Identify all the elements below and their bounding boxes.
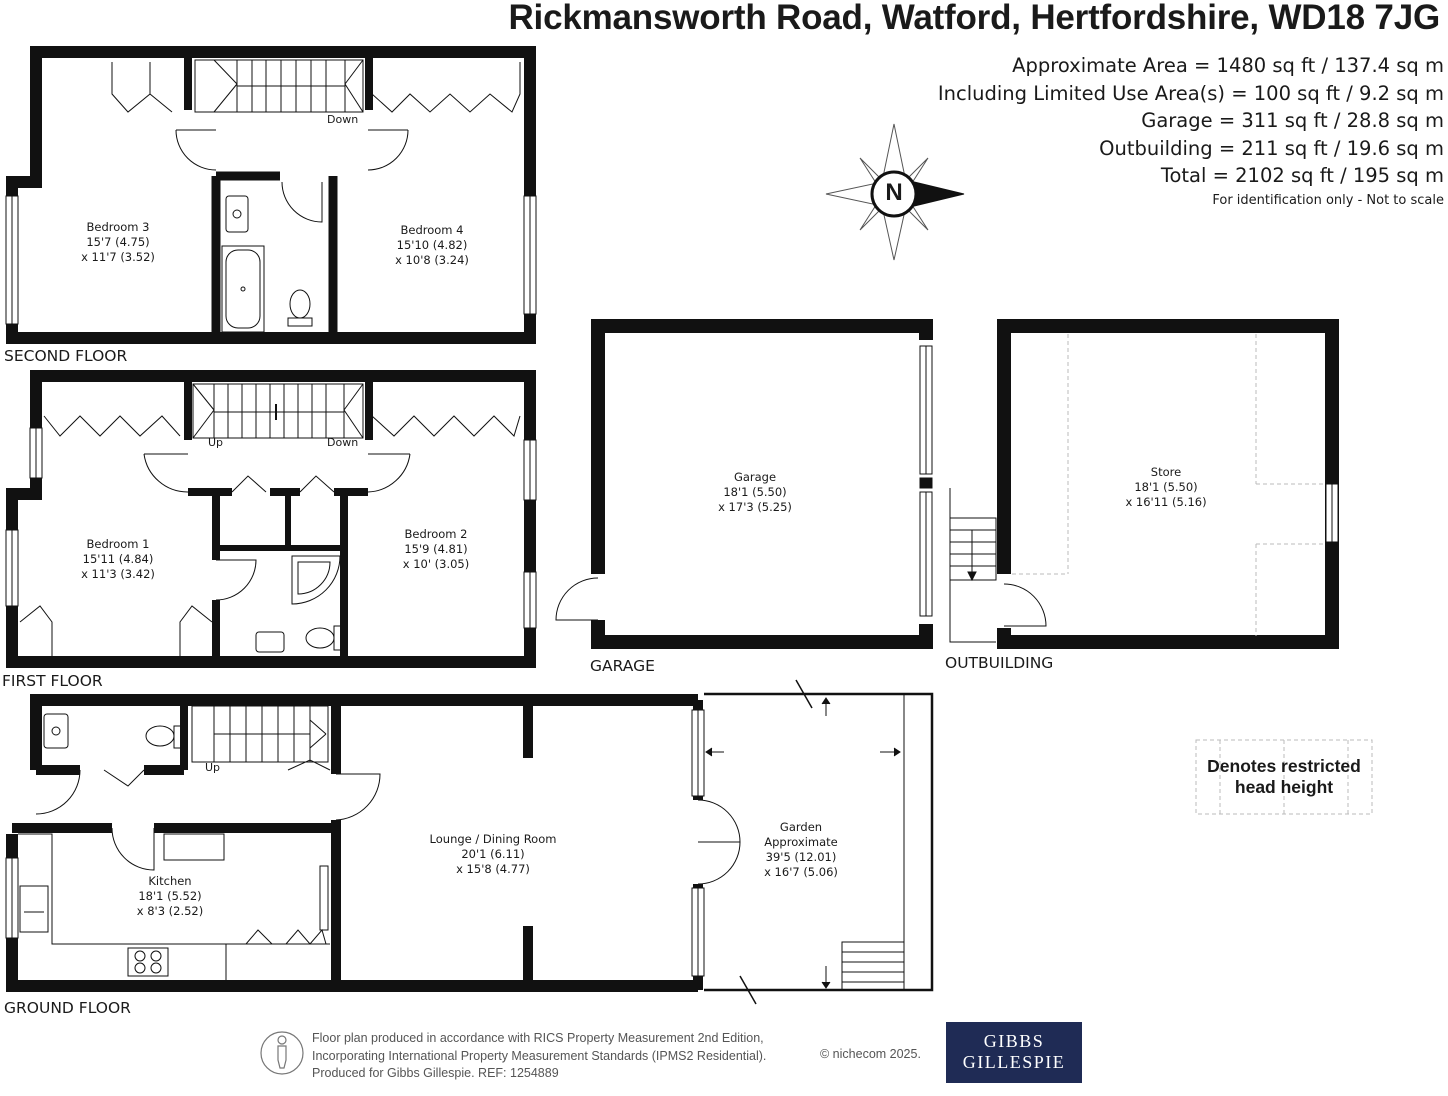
- room-garden: Garden Approximate 39'5 (12.01) x 16'7 (…: [764, 820, 838, 880]
- room-lounge-dining: Lounge / Dining Room 20'1 (6.11) x 15'8 …: [430, 832, 557, 877]
- room-bedroom-1: Bedroom 1 15'11 (4.84) x 11'3 (3.42): [81, 537, 155, 582]
- compass-rose: [825, 123, 965, 261]
- room-bedroom-3: Bedroom 3 15'7 (4.75) x 11'7 (3.52): [81, 220, 155, 265]
- garden-outline: [704, 679, 934, 1005]
- room-dimension: x 17'3 (5.25): [718, 500, 792, 514]
- ground-floor-walls: [5, 694, 741, 992]
- second-floor-label: SECOND FLOOR: [4, 347, 128, 365]
- second-floor-walls: [5, 46, 537, 344]
- footer-disclaimer: Floor plan produced in accordance with R…: [312, 1030, 766, 1083]
- garage-walls: [555, 319, 933, 649]
- room-dimension: x 11'7 (3.52): [81, 250, 155, 264]
- room-dimension: 18'1 (5.50): [723, 485, 787, 499]
- identification-note: For identification only - Not to scale: [1212, 192, 1444, 208]
- room-kitchen: Kitchen 18'1 (5.52) x 8'3 (2.52): [137, 874, 204, 919]
- room-dimension: x 11'3 (3.42): [81, 567, 155, 581]
- first-floor-label: FIRST FLOOR: [2, 672, 103, 690]
- room-name: Kitchen: [148, 874, 192, 888]
- room-name: Bedroom 3: [86, 220, 150, 234]
- logo-text: GIBBS: [983, 1031, 1045, 1051]
- room-dimension: x 15'8 (4.77): [456, 862, 530, 876]
- outbuilding-walls: [949, 319, 1339, 649]
- area-outbuilding: Outbuilding = 211 sq ft / 19.6 sq m: [1099, 136, 1444, 160]
- stair-label-up: Up: [205, 761, 221, 774]
- room-dimension: 15'9 (4.81): [404, 542, 468, 556]
- area-limited-use: Including Limited Use Area(s) = 100 sq f…: [937, 81, 1444, 105]
- footer-line: Floor plan produced in accordance with R…: [312, 1031, 764, 1045]
- agent-logo: GIBBS GILLESPIE: [946, 1022, 1082, 1083]
- outbuilding-label: OUTBUILDING: [945, 654, 1054, 672]
- room-dimension: 15'11 (4.84): [82, 552, 154, 566]
- legend-line: head height: [1234, 777, 1334, 797]
- room-note: Approximate: [764, 835, 838, 849]
- footer-line: Incorporating International Property Mea…: [312, 1048, 767, 1063]
- room-garage: Garage 18'1 (5.50) x 17'3 (5.25): [718, 470, 792, 515]
- room-dimension: 20'1 (6.11): [461, 847, 525, 861]
- room-bedroom-4: Bedroom 4 15'10 (4.82) x 10'8 (3.24): [395, 223, 469, 268]
- restricted-height-legend: Denotes restricted head height: [1198, 756, 1370, 798]
- room-store: Store 18'1 (5.50) x 16'11 (5.16): [1125, 465, 1206, 510]
- room-name: Bedroom 4: [400, 223, 464, 237]
- area-total: Total = 2102 sq ft / 195 sq m: [1160, 164, 1444, 187]
- room-dimension: x 8'3 (2.52): [136, 904, 204, 918]
- room-dimension: 18'1 (5.50): [1134, 480, 1198, 494]
- restricted-height-legend-box: [1195, 739, 1373, 815]
- room-dimension: x 10' (3.05): [402, 557, 470, 571]
- room-name: Lounge / Dining Room: [429, 832, 557, 846]
- room-dimension: x 16'7 (5.06): [764, 865, 838, 879]
- compass-north-letter: N: [885, 179, 903, 206]
- room-name: Bedroom 2: [404, 527, 468, 541]
- legend-line: Denotes restricted: [1207, 756, 1361, 776]
- ground-floor-label: GROUND FLOOR: [4, 999, 131, 1017]
- room-dimension: 15'7 (4.75): [86, 235, 150, 249]
- room-dimension: 15'10 (4.82): [396, 238, 468, 252]
- area-garage: Garage = 311 sq ft / 28.8 sq m: [1141, 109, 1444, 132]
- room-name: Garden: [779, 820, 823, 834]
- footer-line: Produced for Gibbs Gillespie. REF: 12548…: [312, 1066, 559, 1080]
- copyright-text: © nichecom 2025.: [820, 1047, 921, 1061]
- stair-label-down: Down: [327, 436, 359, 449]
- room-name: Bedroom 1: [86, 537, 150, 551]
- stair-label-up: Up: [208, 436, 224, 449]
- room-dimension: 39'5 (12.01): [765, 850, 837, 864]
- room-dimension: x 10'8 (3.24): [395, 253, 469, 267]
- property-address-title: Rickmansworth Road, Watford, Hertfordshi…: [508, 0, 1440, 37]
- room-dimension: 18'1 (5.52): [138, 889, 202, 903]
- room-name: Garage: [733, 470, 777, 484]
- logo-text: GILLESPIE: [962, 1052, 1066, 1072]
- room-bedroom-2: Bedroom 2 15'9 (4.81) x 10' (3.05): [403, 527, 470, 572]
- area-summary: Approximate Area = 1480 sq ft / 137.4 sq…: [938, 52, 1444, 212]
- measurement-standard-icon: [260, 1031, 304, 1075]
- stair-label-down: Down: [327, 113, 359, 126]
- first-floor-walls: [5, 370, 537, 668]
- room-dimension: x 16'11 (5.16): [1125, 495, 1207, 509]
- garage-label: GARAGE: [590, 657, 655, 675]
- area-approximate: Approximate Area = 1480 sq ft / 137.4 sq…: [1012, 54, 1444, 77]
- room-name: Store: [1150, 465, 1182, 479]
